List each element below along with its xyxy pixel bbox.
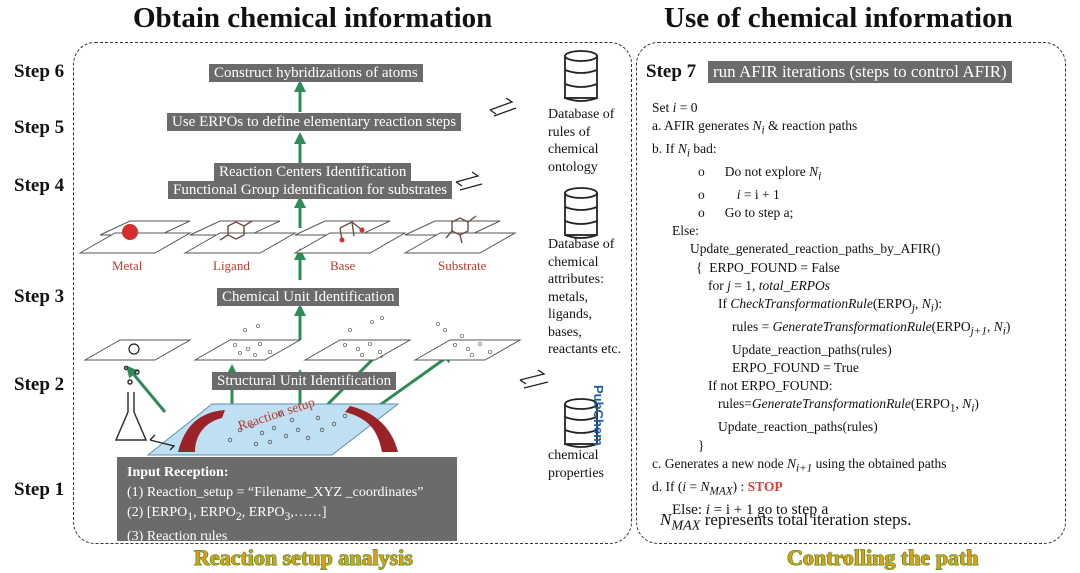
- exchange-arrows: [149, 97, 549, 451]
- database-1-icon: [564, 50, 598, 102]
- algo-c: c. Generates a new node Ni+1 using the o…: [652, 455, 947, 475]
- box-chemical-unit: Chemical Unit Identification: [217, 288, 400, 306]
- plane-label-metal: Metal: [112, 258, 143, 273]
- box-reaction-centers: Reaction Centers Identification: [214, 163, 412, 181]
- arrow-setup-left: [126, 365, 167, 413]
- database-icons: [564, 50, 598, 448]
- flow-arrows: [126, 80, 455, 415]
- bottom-label-right: Controlling the path: [787, 545, 979, 570]
- box-construct-hybridizations: Construct hybridizations of atoms: [209, 64, 423, 82]
- left-red-arrow: [178, 410, 225, 452]
- plane-label-ligand: Ligand: [213, 258, 250, 273]
- algo-a: a. AFIR generates Ni & reaction paths: [652, 118, 858, 137]
- step-3-label: Step 3: [14, 286, 65, 307]
- step-7-label: Step 7: [646, 61, 697, 82]
- input-title: Input Reception:: [127, 465, 229, 480]
- algo-ifnot: If not ERPO_FOUND:: [708, 378, 833, 394]
- right-title: Use of chemical information: [664, 2, 1013, 34]
- algo-rules-gen2: rules=GenerateTransformationRule(ERPO1, …: [718, 396, 979, 416]
- step-4-label: Step 4: [14, 175, 65, 196]
- substrate-molecule: [445, 215, 477, 244]
- algo-update-paths-2: Update_reaction_paths(rules): [718, 419, 878, 435]
- left-title: Obtain chemical information: [133, 2, 493, 34]
- algo-else2: Else: i = i + 1 go to step a: [672, 500, 829, 518]
- right-panel: [636, 42, 1066, 544]
- step-6-label: Step 6: [14, 61, 65, 82]
- metal-sphere: [122, 224, 138, 240]
- planes-row-lower: [83, 339, 522, 361]
- box-run-afir: run AFIR iterations (steps to control AF…: [708, 61, 1012, 83]
- stop-label: STOP: [747, 478, 783, 494]
- algo-if-check: If CheckTransformationRule(ERPOj, Ni):: [718, 296, 943, 315]
- algo-b: b. If Ni bad:: [652, 141, 717, 160]
- algo-found-true: ERPO_FOUND = True: [732, 360, 859, 376]
- algo-rules-gen: rules = GenerateTransformationRule(ERPOj…: [732, 318, 1011, 338]
- afir-algorithm: Set i = 0 a. AFIR generates Ni & reactio…: [652, 99, 1010, 519]
- step-2-label: Step 2: [14, 374, 65, 395]
- algo-else: Else:: [672, 223, 699, 239]
- plane-label-base: Base: [330, 258, 356, 273]
- nmax-note: NMAX represents total iteration steps.: [660, 510, 912, 534]
- box-structural-unit: Structural Unit Identification: [212, 372, 397, 390]
- input-reception-box: Input Reception: (1) Reaction_setup = “F…: [117, 457, 457, 544]
- algo-d: d. If (i = NMAX) : STOP: [652, 478, 783, 498]
- database-2-icon: [564, 187, 598, 239]
- algo-brace-close: }: [698, 437, 705, 453]
- box-use-erpos: Use ERPOs to define elementary reaction …: [167, 113, 462, 131]
- planes-row-upper: [99, 220, 501, 236]
- bottom-label-left: Reaction setup analysis: [194, 545, 413, 570]
- ligand-molecule: [219, 220, 253, 241]
- box-functional-group: Functional Group identification for subs…: [168, 181, 453, 199]
- reaction-setup-molecules: [227, 411, 348, 447]
- flask-icon: [114, 365, 148, 441]
- algo-found-false: { ERPO_FOUND = False: [696, 259, 840, 275]
- algo-set: Set i = 0: [652, 100, 698, 115]
- base-molecule: [339, 221, 365, 243]
- right-red-arrow: [345, 406, 398, 452]
- input-line-3: (3) Reaction rules: [127, 528, 228, 544]
- input-line-1: (1) Reaction_setup = “Filename_XYZ _coor…: [127, 485, 424, 500]
- algo-for: for j = 1, total_ERPOs: [708, 277, 831, 293]
- arrow-setup-right2: [369, 351, 455, 414]
- plane-label-substrate: Substrate: [438, 258, 487, 273]
- left-panel: [73, 42, 632, 544]
- input-line-2: (2) [ERPO1, ERPO2, ERPO3,……]: [127, 505, 327, 523]
- structural-unit-dots: [232, 315, 492, 357]
- step-1-label: Step 1: [14, 479, 65, 500]
- algo-update: Update_generated_reaction_paths_by_AFIR(…: [690, 241, 941, 257]
- pubchem-logo: PubChem: [591, 385, 606, 446]
- database-3-icon: [564, 398, 598, 448]
- step-5-label: Step 5: [14, 117, 65, 138]
- algo-update-paths: Update_reaction_paths(rules): [732, 341, 892, 357]
